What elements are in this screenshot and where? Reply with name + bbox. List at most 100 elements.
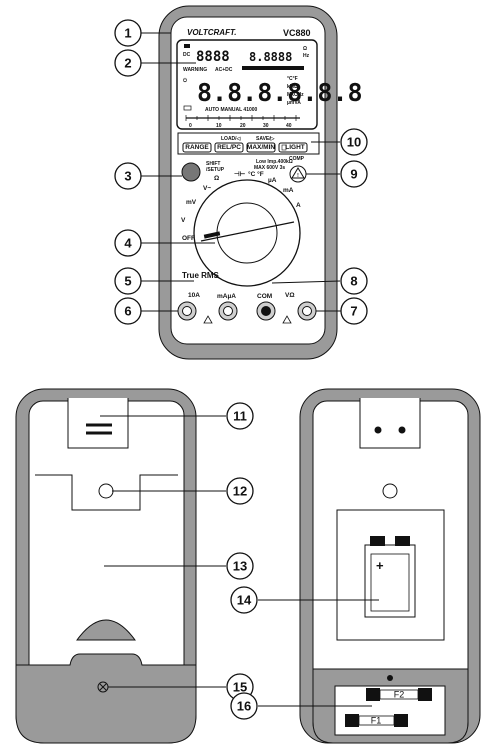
dial-cap-label: ⊣⊢ xyxy=(234,170,246,178)
lcd-dc-indicator: DC xyxy=(183,52,191,58)
svg-text:9: 9 xyxy=(350,167,357,182)
save-label: SAVE/▷ xyxy=(256,136,276,142)
tilt-stand-outline xyxy=(35,474,178,511)
rel-pc-button[interactable]: REL/PC xyxy=(214,142,244,153)
bar-scale-40: 40 xyxy=(286,123,292,129)
jack-10a-label: 10A xyxy=(188,292,200,299)
lcd-unit-ohm: Ω xyxy=(303,46,307,52)
lcd-warn-row: WARNING xyxy=(183,67,207,73)
jack-warning-icon-right xyxy=(282,315,292,324)
lcd-indicator-bar xyxy=(242,66,304,70)
thumb-notch xyxy=(76,619,136,641)
fuse-f2: F2 xyxy=(366,688,432,701)
svg-text:7: 7 xyxy=(350,304,357,319)
jack-maua[interactable] xyxy=(218,301,238,321)
jack-maua-label: mAµA xyxy=(217,293,236,300)
clip-hole-right xyxy=(398,426,406,434)
button-row: LOAD/◁ SAVE/▷ RANGE REL/PC MAX/MIN LIGHT xyxy=(177,132,320,155)
max-min-button[interactable]: MAX/MIN xyxy=(246,142,276,153)
bar-scale-0: 0 xyxy=(189,123,192,129)
callout-3: 3 xyxy=(114,162,142,190)
brand-label: VOLTCRAFT. xyxy=(187,28,236,37)
svg-text:8: 8 xyxy=(350,274,357,289)
callout-7: 7 xyxy=(340,297,368,325)
fuse-f2-label: F2 xyxy=(394,690,405,700)
dial-off-label: OFF xyxy=(182,235,195,242)
dial-ua-label: µA xyxy=(268,177,277,184)
lcd-sub-digits: 8888 xyxy=(196,49,230,65)
callout-13: 13 xyxy=(226,552,254,580)
svg-text:10: 10 xyxy=(347,135,361,150)
range-button[interactable]: RANGE xyxy=(182,142,212,153)
low-imp-label-2: MAX 600V 3s xyxy=(254,165,285,171)
fuse-screw-hole xyxy=(387,675,393,681)
dial-knob-marker xyxy=(203,231,221,239)
battery-plus-label: + xyxy=(376,558,384,573)
callout-16: 16 xyxy=(230,692,258,720)
svg-text:16: 16 xyxy=(237,699,251,714)
callout-2: 2 xyxy=(114,49,142,77)
jack-vohm[interactable] xyxy=(297,301,317,321)
shift-label-2: /SETUP xyxy=(206,167,225,173)
callout-5: 5 xyxy=(114,267,142,295)
max-min-button-label: MAX/MIN xyxy=(247,144,275,151)
svg-text:11: 11 xyxy=(233,409,247,424)
fuse-f1: F1 xyxy=(345,714,408,727)
jack-com[interactable] xyxy=(256,301,276,321)
lcd-acdc-row: AC+DC xyxy=(215,67,233,73)
svg-text:2: 2 xyxy=(124,56,131,71)
callout-11: 11 xyxy=(226,402,254,430)
light-button-label: LIGHT xyxy=(285,144,305,151)
tilt-stand-clip xyxy=(67,398,129,449)
svg-text:3: 3 xyxy=(124,169,131,184)
fuse-f1-label: F1 xyxy=(371,716,382,726)
battery-9v: + xyxy=(364,536,416,618)
jack-com-label: COM xyxy=(257,293,272,300)
callout-12: 12 xyxy=(226,477,254,505)
shift-setup-button[interactable] xyxy=(181,162,201,182)
lcd-unit-4: µmVA xyxy=(287,100,301,106)
lcd-bat-small xyxy=(183,105,192,111)
rel-pc-button-label: REL/PC xyxy=(217,144,241,151)
svg-text:15: 15 xyxy=(233,680,247,695)
light-button[interactable]: LIGHT xyxy=(278,142,308,153)
svg-text:4: 4 xyxy=(124,236,132,251)
stand-screw-hole xyxy=(98,483,114,499)
svg-text:12: 12 xyxy=(233,484,247,499)
true-rms-label: True RMS xyxy=(182,271,220,280)
bar-scale-10: 10 xyxy=(216,123,222,129)
lcd-bargraph-ticks xyxy=(185,115,297,121)
dial-inner xyxy=(216,202,278,264)
light-bulb-icon xyxy=(281,144,287,151)
callout-9: 9 xyxy=(340,160,368,188)
rotary-switch[interactable] xyxy=(193,179,301,287)
svg-text:6: 6 xyxy=(124,304,131,319)
rear-view-right: + F2 F1 xyxy=(299,388,481,744)
callout-1: 1 xyxy=(114,19,142,47)
lcd-main-digits: 8.8.8.8.8.8 xyxy=(197,78,363,107)
dial-v-ac-label: V~ xyxy=(203,185,211,192)
load-label: LOAD/◁ xyxy=(221,136,241,142)
front-view: VOLTCRAFT. VC880 DC 8888 8.8888 WARNING … xyxy=(158,5,363,360)
callout-6: 6 xyxy=(114,297,142,325)
jack-warning-icon-left xyxy=(203,315,213,324)
dial-ma-label: mA xyxy=(283,187,294,194)
callout-4: 4 xyxy=(114,229,142,257)
svg-text:5: 5 xyxy=(124,274,131,289)
dial-a-label: A xyxy=(296,202,301,209)
battery-terminal-left xyxy=(370,536,385,546)
dial-ohm-label: Ω xyxy=(214,175,219,182)
leader-8 xyxy=(271,280,341,284)
jack-10a[interactable] xyxy=(177,301,197,321)
bar-scale-20: 20 xyxy=(240,123,246,129)
dial-mv-label: mV xyxy=(186,199,197,206)
lcd-auto-off-icon: ⏻ xyxy=(183,78,187,84)
warning-exclaim: ! xyxy=(297,173,299,179)
shift-label-1: SHIFT xyxy=(206,161,220,167)
dial-pointer xyxy=(200,221,295,242)
range-button-label: RANGE xyxy=(185,144,209,151)
comp-label: COMP xyxy=(289,156,305,162)
callout-8: 8 xyxy=(340,267,368,295)
lcd-unit-3: MkCHz xyxy=(287,92,304,98)
battery-terminal-right xyxy=(395,536,410,546)
